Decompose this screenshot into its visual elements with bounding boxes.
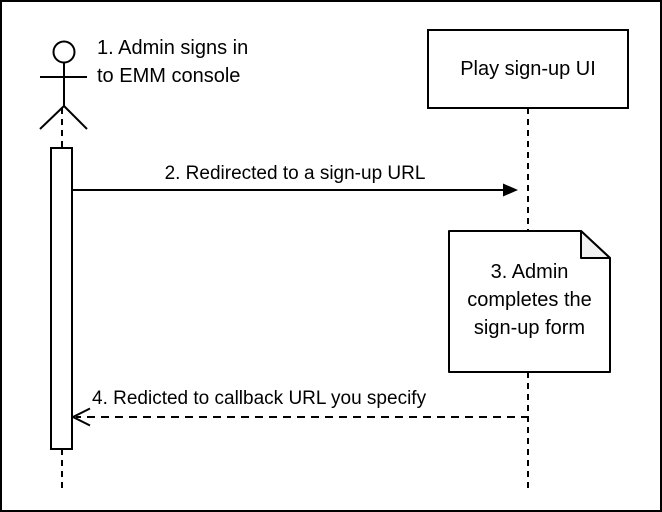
actor-label: 1. Admin signs in to EMM console xyxy=(97,34,248,90)
message-4-label: 4. Redicted to callback URL you specify xyxy=(92,388,427,409)
note-label: 3. Admin completes the sign-up form xyxy=(449,258,610,342)
note-label-line3: sign-up form xyxy=(473,317,586,339)
note-fold-icon xyxy=(580,230,611,259)
message-2-label: 2. Redirected to a sign-up URL xyxy=(164,163,426,184)
actor-leg-right xyxy=(63,105,88,130)
actor-leg-left xyxy=(39,105,65,130)
message-4-arrow xyxy=(70,407,529,427)
actor-icon xyxy=(39,40,88,130)
note-label-line2: completes the xyxy=(467,289,592,311)
message-2-arrowhead-icon xyxy=(503,183,518,197)
note-body xyxy=(448,230,611,373)
participant-box-label: Play sign-up UI xyxy=(460,57,596,80)
note-shape xyxy=(448,230,611,373)
message-2-arrow xyxy=(72,183,518,197)
actor-label-line1: 1. Admin signs in xyxy=(97,37,249,59)
actor-label-line2: to EMM console xyxy=(97,65,241,87)
note-label-line1: 3. Admin xyxy=(490,261,569,283)
participant-box xyxy=(427,29,629,109)
activation-bar xyxy=(50,147,73,450)
actor-head xyxy=(52,40,76,64)
message-4-arrowhead-icon xyxy=(70,407,91,427)
